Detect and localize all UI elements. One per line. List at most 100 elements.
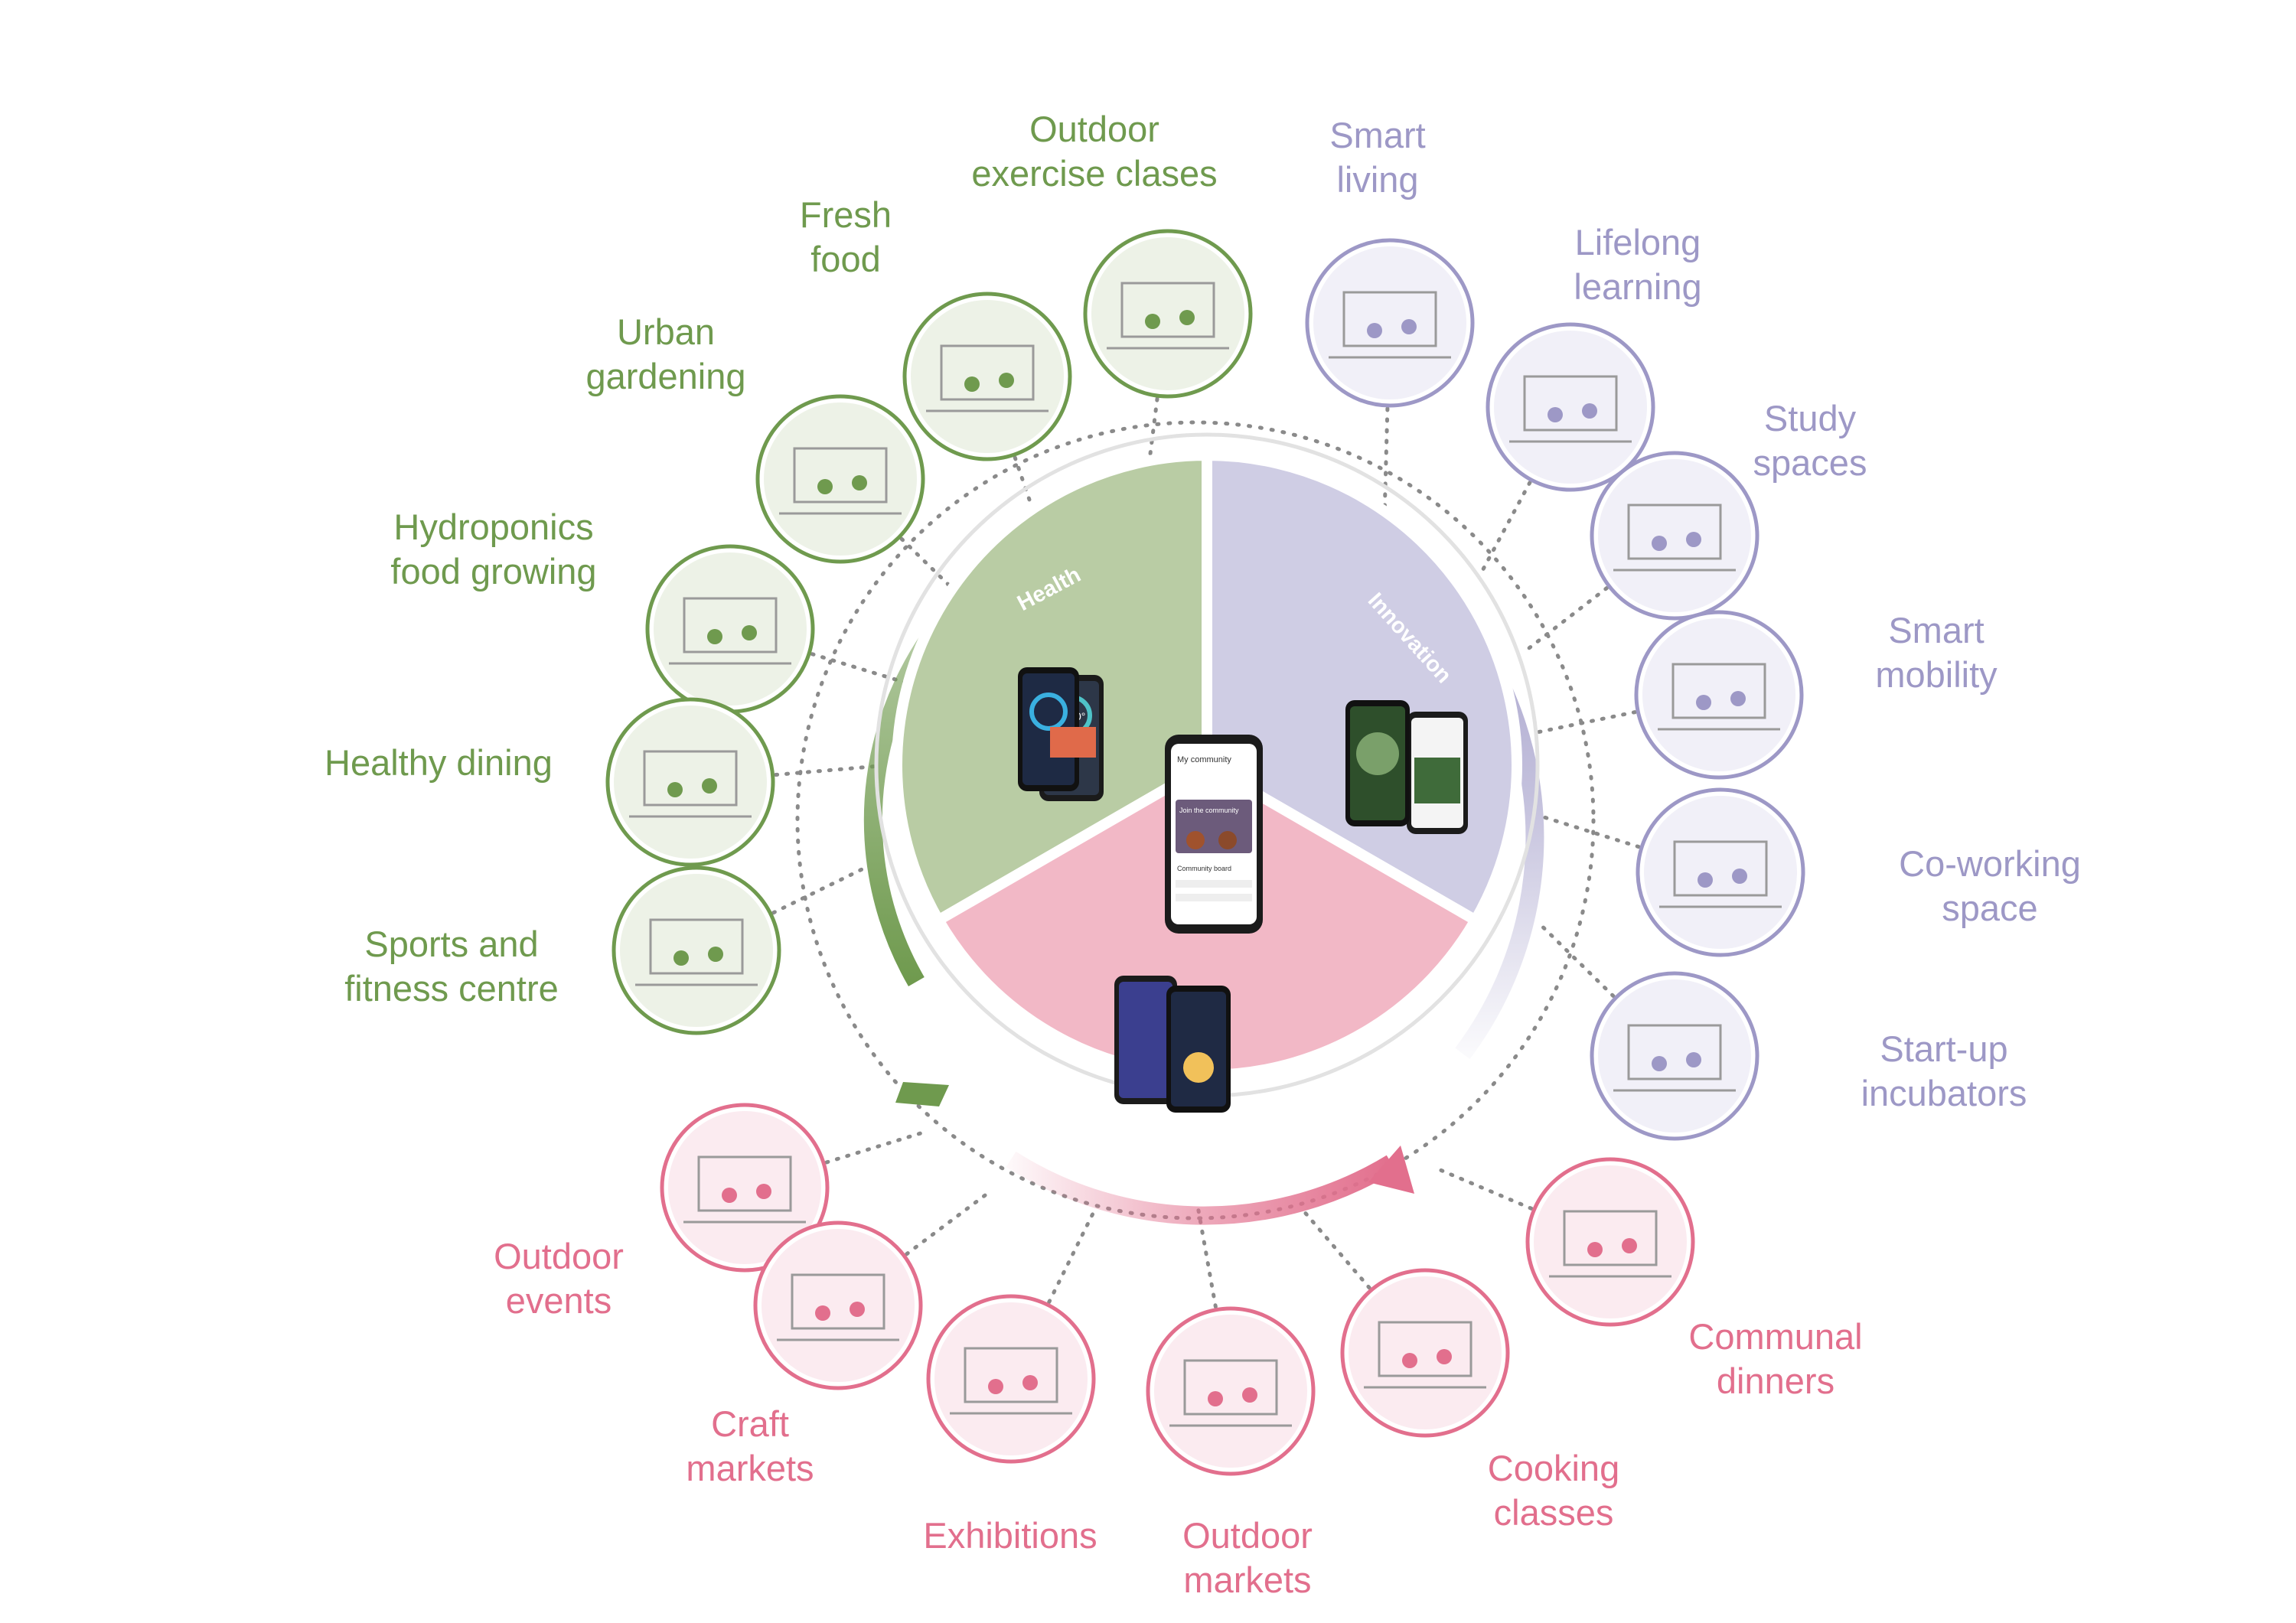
label-line: Healthy dining — [325, 742, 553, 783]
illustration-fill — [762, 1229, 915, 1382]
label-line: living — [1336, 159, 1419, 200]
sketch-figure — [1587, 1242, 1603, 1257]
sketch-figure — [667, 782, 683, 797]
connector-line — [1196, 1208, 1218, 1309]
illustration-fill — [934, 1302, 1088, 1455]
label-line: Communal — [1688, 1316, 1863, 1357]
food-photo — [1218, 831, 1237, 849]
label-line: Smart — [1888, 610, 1985, 650]
health-thumbnail — [605, 697, 775, 867]
center-app-banner: Join the community — [1179, 807, 1239, 814]
culture-thumbnail — [926, 1294, 1096, 1464]
connector-line — [1047, 1212, 1095, 1305]
sketch-figure — [1401, 319, 1417, 334]
innovation-thumbnail — [1305, 238, 1475, 408]
sketch-building — [1671, 663, 1766, 719]
illustration-fill — [911, 300, 1064, 453]
illustration-fill — [614, 706, 767, 859]
sketch-building — [1183, 1359, 1278, 1416]
sketch-building — [791, 1273, 885, 1330]
connector-line — [774, 764, 876, 777]
connector-line — [1541, 925, 1616, 999]
sketch-building — [964, 1347, 1058, 1403]
sketch-figure — [1698, 872, 1713, 888]
health-thumbnail — [645, 544, 815, 714]
sketch-figure — [756, 1184, 771, 1199]
culture-thumbnail — [753, 1221, 923, 1390]
innovation-item-label: Lifelong learning — [1546, 220, 1730, 309]
health-thumbnail — [1083, 229, 1253, 399]
health-item-label: Healthy dining — [325, 741, 569, 785]
innovation-app-phones — [1345, 700, 1468, 834]
sketch-figure — [1179, 310, 1195, 325]
sketch-building — [649, 918, 744, 975]
sketch-figure — [988, 1379, 1003, 1394]
health-item-label: Fresh food — [773, 193, 918, 282]
label-line: spaces — [1753, 442, 1867, 483]
illustration-fill — [1154, 1315, 1307, 1468]
health-item-label: Hydroponics food growing — [367, 505, 620, 594]
label-line: Study — [1763, 398, 1857, 438]
health-thumbnail — [612, 865, 781, 1035]
culture-thumbnail — [1525, 1157, 1695, 1327]
list-row — [1176, 880, 1252, 888]
sketch-figure — [1686, 532, 1701, 547]
center-app-heading: My community — [1177, 755, 1231, 764]
connector-line — [1303, 1211, 1371, 1290]
innovation-item-label: Smart mobility — [1844, 608, 2028, 697]
sketch-figure — [1732, 869, 1747, 884]
sketch-figure — [1582, 403, 1597, 419]
innovation-item-label: Start-up incubators — [1852, 1027, 2036, 1116]
label-line: Start-up — [1880, 1028, 2008, 1069]
label-line: Craft — [711, 1403, 789, 1444]
sketch-building — [1120, 282, 1215, 338]
label-line: Outdoor — [1029, 109, 1159, 149]
sketch-figure — [1622, 1238, 1637, 1253]
label-line: fitness centre — [344, 968, 559, 1009]
sketch-building — [1673, 840, 1768, 897]
connector-line — [905, 1193, 987, 1256]
sketch-figure — [1242, 1387, 1257, 1403]
culture-thumbnail — [660, 1103, 830, 1273]
illustration-fill — [654, 552, 807, 706]
culture-flow-arc — [1006, 1151, 1397, 1225]
sketch-figure — [1402, 1353, 1417, 1368]
sketch-figure — [707, 629, 722, 644]
plant-photo — [1414, 758, 1460, 803]
sketch-figure — [742, 625, 757, 640]
succulent-photo — [1356, 732, 1399, 775]
list-row — [1176, 894, 1252, 901]
health-item-label: Sports and fitness centre — [329, 922, 574, 1011]
food-photo — [1186, 831, 1205, 849]
culture-item-label: Outdoor markets — [1163, 1514, 1332, 1602]
connector-line — [1481, 481, 1532, 571]
sketch-figure — [964, 376, 980, 392]
sketch-figure — [1367, 323, 1382, 338]
sketch-figure — [999, 373, 1014, 388]
innovation-item-label: Smart living — [1301, 113, 1454, 202]
sketch-building — [643, 750, 738, 807]
label-line: classes — [1493, 1492, 1614, 1533]
sketch-figure — [708, 947, 723, 962]
culture-item-label: Outdoor events — [475, 1234, 643, 1323]
connector-line — [1382, 406, 1390, 509]
health-thumbnail — [902, 292, 1072, 461]
label-line: events — [505, 1280, 612, 1321]
sketch-figure — [1652, 536, 1667, 551]
innovation-item-label: Study spaces — [1730, 396, 1890, 485]
label-line: Exhibitions — [923, 1515, 1097, 1556]
culture-item-label: Craft markets — [673, 1402, 827, 1491]
culture-thumbnail — [1340, 1268, 1510, 1438]
label-line: Fresh — [799, 194, 892, 235]
sketch-figure — [1730, 691, 1746, 706]
health-app-phones: 1270° — [1018, 667, 1104, 801]
innovation-thumbnail — [1634, 610, 1804, 780]
sketch-figure — [1208, 1391, 1223, 1406]
activity-ring-back — [1029, 693, 1068, 731]
illustration-fill — [1313, 246, 1466, 399]
label-line: Urban — [616, 311, 715, 352]
sketch-figure — [702, 778, 717, 794]
illustration-fill — [1598, 979, 1751, 1133]
sketch-building — [1627, 504, 1722, 560]
sketch-building — [1627, 1024, 1722, 1080]
